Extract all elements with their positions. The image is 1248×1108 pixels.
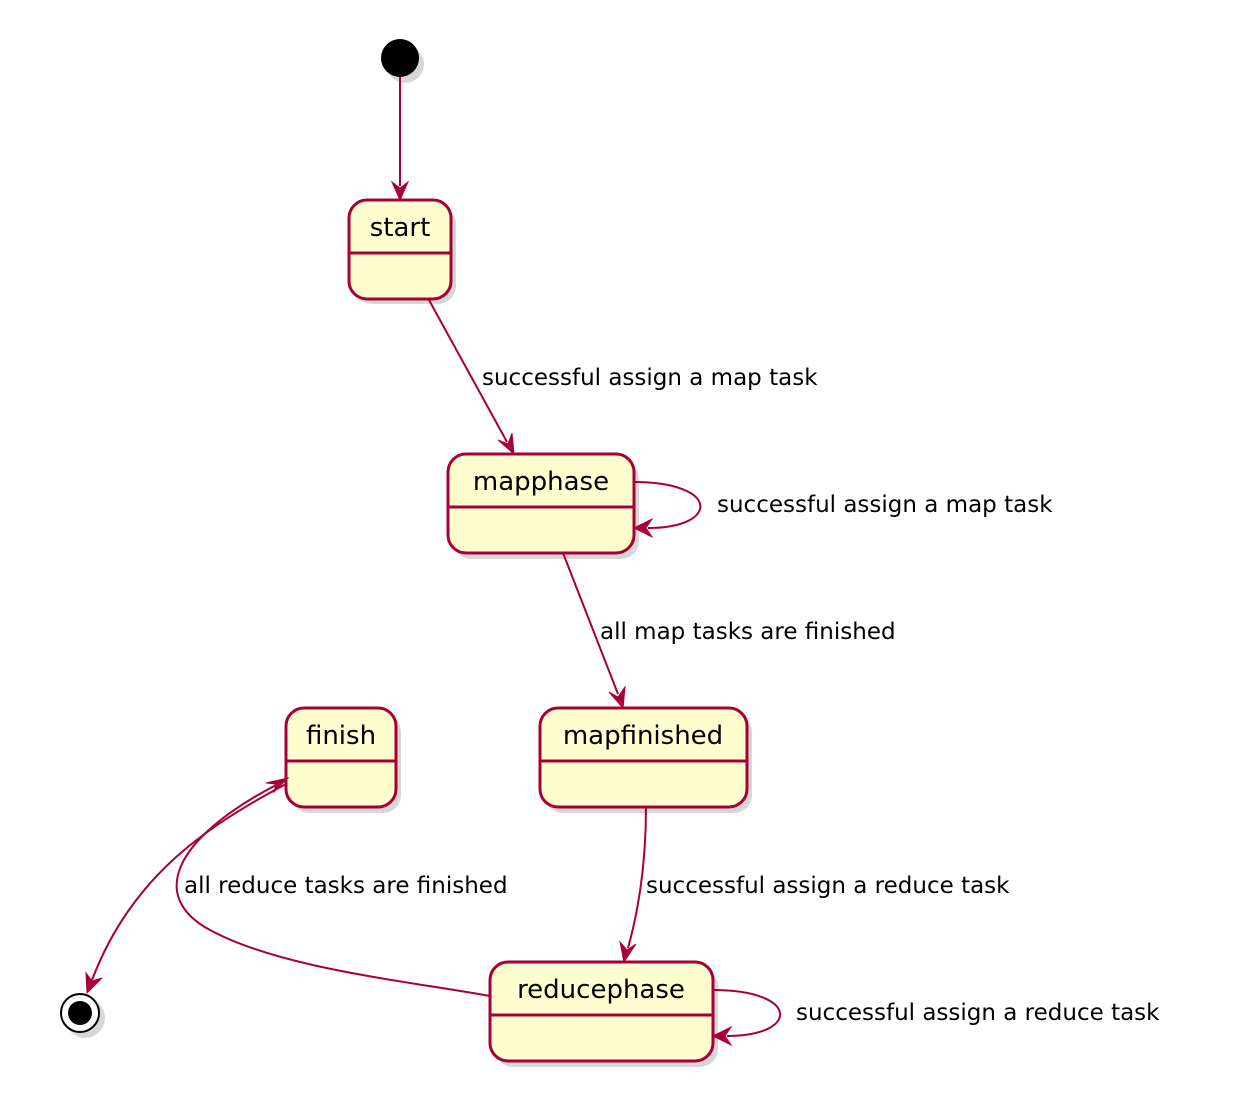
label-mapphase-to-mapfinished: all map tasks are finished xyxy=(600,619,896,645)
label-reducephase-self: successful assign a reduce task xyxy=(796,1000,1160,1026)
label-start-to-mapphase: successful assign a map task xyxy=(482,365,818,391)
state-mapphase: mapphase xyxy=(446,452,639,559)
initial-state xyxy=(381,39,424,83)
final-state xyxy=(60,993,105,1038)
arrowhead xyxy=(711,1025,733,1047)
arrowhead xyxy=(632,517,654,539)
state-finish: finish xyxy=(284,706,401,813)
state-mapfinished-name: mapfinished xyxy=(563,721,723,751)
arrowhead xyxy=(390,180,410,202)
transition-start-to-mapphase: successful assign a map task xyxy=(428,299,818,456)
state-start: start xyxy=(347,198,456,304)
state-mapphase-name: mapphase xyxy=(473,467,609,497)
transition-mapfinished-to-reducephase: successful assign a reduce task xyxy=(619,806,1010,964)
arrowhead xyxy=(608,685,626,710)
arrowhead xyxy=(85,971,103,995)
transition-reducephase-self: successful assign a reduce task xyxy=(711,989,1160,1047)
state-reducephase-name: reducephase xyxy=(517,975,685,1005)
arrowhead xyxy=(497,432,515,456)
state-mapfinished: mapfinished xyxy=(538,706,752,813)
arrowhead xyxy=(619,940,637,964)
transition-initial-to-start xyxy=(390,77,410,202)
state-finish-name: finish xyxy=(306,721,376,751)
state-reducephase: reducephase xyxy=(488,960,718,1067)
initial-state-dot xyxy=(381,39,419,77)
state-start-name: start xyxy=(370,213,431,243)
label-reducephase-to-finish: all reduce tasks are finished xyxy=(184,873,508,899)
label-mapfinished-to-reducephase: successful assign a reduce task xyxy=(646,873,1010,899)
transition-mapphase-to-mapfinished: all map tasks are finished xyxy=(562,552,896,710)
transition-reducephase-to-finish: all reduce tasks are finished xyxy=(175,777,508,997)
final-state-dot xyxy=(68,1001,92,1025)
transition-finish-to-final xyxy=(85,783,287,995)
label-mapphase-self: successful assign a map task xyxy=(717,492,1053,518)
transition-mapphase-self: successful assign a map task xyxy=(632,481,1053,539)
